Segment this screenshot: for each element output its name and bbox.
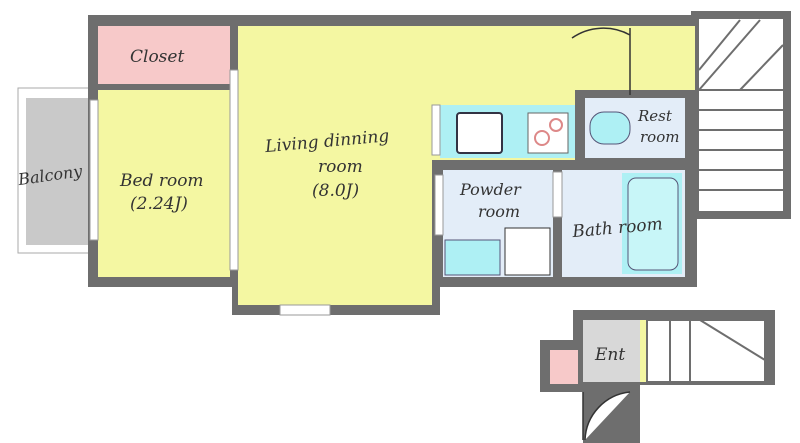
shoe-cabinet (550, 350, 578, 384)
window (279, 304, 331, 316)
powder-label-line2: room (478, 202, 520, 221)
stove-burner (534, 130, 550, 146)
door-swing (571, 27, 631, 95)
window (229, 69, 239, 271)
door (552, 171, 563, 218)
bathtub (627, 177, 679, 271)
bedroom-area (98, 90, 230, 277)
living-area (238, 26, 695, 305)
entrance-area (583, 320, 640, 382)
stove-burner (549, 118, 563, 132)
washbasin (444, 239, 501, 276)
entrance-door-swing (582, 391, 631, 441)
entrance-label: Ent (594, 345, 625, 365)
restroom-label-line2: room (640, 128, 679, 146)
living-label-line2: room (318, 157, 363, 177)
staircase-upper (691, 11, 791, 219)
toilet (589, 111, 631, 145)
window (89, 99, 99, 241)
window (431, 104, 441, 156)
powder-label-line1: Powder (459, 180, 522, 199)
window (434, 174, 444, 236)
staircase-lower (646, 319, 766, 383)
living-size: (8.0J) (312, 181, 359, 201)
closet-area (98, 26, 230, 84)
balcony-floor (26, 98, 88, 245)
entrance-step (640, 320, 646, 382)
bedroom-label: Bed room (119, 171, 204, 191)
restroom-label-line1: Rest (637, 107, 673, 125)
laundry-pan (504, 227, 551, 276)
kitchen-sink (456, 112, 503, 154)
bedroom-size: (2.24J) (130, 194, 188, 214)
closet-label: Closet (130, 47, 184, 67)
